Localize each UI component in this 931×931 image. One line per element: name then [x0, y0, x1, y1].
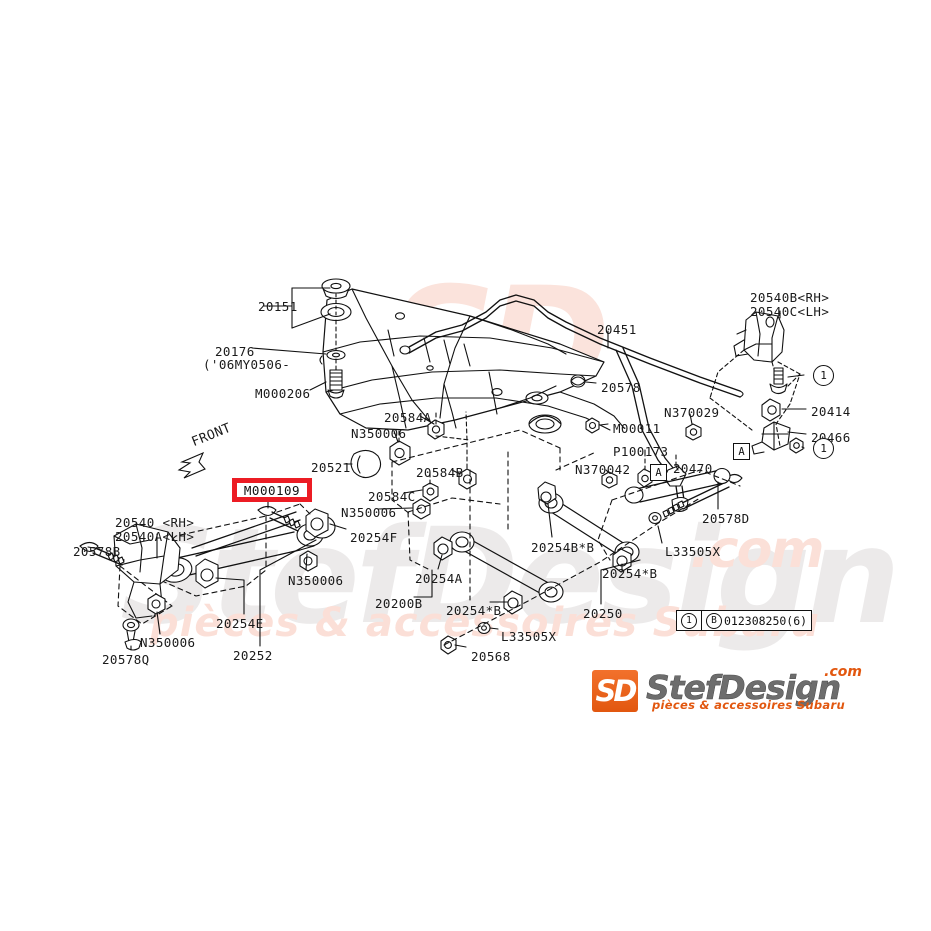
front-arrow-glyph [179, 453, 205, 478]
part-label-20414: 20414 [811, 404, 851, 419]
logo-badge: SD [592, 670, 638, 712]
logo-badge-text: SD [595, 674, 638, 708]
legend-box: 1 B 012308250(6) [676, 610, 813, 631]
part-label-20254-starb: 20254*B [602, 566, 658, 581]
part-label-20254e: 20254E [216, 616, 264, 631]
part-label-20540a-lh: 20540A<LH> [115, 529, 195, 544]
logo-brand-name: StefDesign [646, 668, 842, 708]
part-label-20250: 20250 [583, 606, 623, 621]
marker-a-left: A [650, 464, 667, 481]
part-label-n350006-c: N350006 [288, 573, 344, 588]
part-label-n350006-a: N350006 [351, 426, 407, 441]
legend-item-number: 1 [681, 612, 697, 629]
logo-tagline: pièces & accessoires Subaru [652, 698, 845, 712]
part-label-n370042: N370042 [575, 462, 631, 477]
part-label-20254-star-b: 20254*B [446, 603, 502, 618]
part-label-20521: 20521 [311, 460, 351, 475]
part-label-20254a: 20254A [415, 571, 463, 586]
part-label-20578q: 20578Q [102, 652, 150, 667]
part-label-20254f: 20254F [350, 530, 398, 545]
part-label-20578d: 20578D [702, 511, 750, 526]
part-label-n350006-b: N350006 [341, 505, 397, 520]
callout-circle-1-lower: 1 [813, 438, 834, 459]
part-label-20470: 20470 [673, 461, 713, 476]
marker-a-right: A [733, 443, 750, 460]
part-label-20451: 20451 [597, 322, 637, 337]
part-label-20578b: 20578B [73, 544, 121, 559]
legend-grade-code: B [706, 612, 722, 629]
part-label-20578: 20578 [601, 380, 641, 395]
part-label-20540b-rh: 20540B<RH> [750, 290, 830, 305]
part-label-20540-rh: 20540 <RH> [115, 515, 195, 530]
stefdesign-logo[interactable]: SD StefDesign .com pièces & accessoires … [592, 664, 862, 716]
part-label-p100173: P100173 [613, 444, 669, 459]
part-label-20200b: 20200B [375, 596, 423, 611]
part-label-m000206: M000206 [255, 386, 311, 401]
highlighted-part-number: M000109 [243, 482, 301, 498]
highlighted-part-box[interactable]: M000109 [232, 478, 312, 502]
part-label-20584c: 20584C [368, 489, 416, 504]
part-label-20151: 20151 [258, 299, 298, 314]
part-label-l33505x-a: L33505X [501, 629, 557, 644]
part-label-20584b: 20584B [416, 465, 464, 480]
part-label-20252: 20252 [233, 648, 273, 663]
part-label-20540c-lh: 20540C<LH> [750, 304, 830, 319]
part-label-20176-note: ('06MY0506- [203, 357, 291, 372]
legend-item-number-cell: 1 [677, 611, 702, 630]
callout-circle-1-upper: 1 [813, 365, 834, 386]
part-label-l33505x-b: L33505X [665, 544, 721, 559]
legend-part-code: 012308250(6) [724, 613, 808, 628]
part-label-20584a: 20584A [384, 410, 432, 425]
legend-code-cell: B 012308250(6) [702, 611, 811, 630]
part-label-20254bb: 20254B*B [531, 540, 595, 555]
part-label-n350006-d: N350006 [140, 635, 196, 650]
logo-domain: .com [824, 664, 862, 680]
part-label-n370029: N370029 [664, 405, 720, 420]
part-label-20176: 20176 [215, 344, 255, 359]
part-label-20568: 20568 [471, 649, 511, 664]
part-label-m00011: M00011 [613, 421, 661, 436]
